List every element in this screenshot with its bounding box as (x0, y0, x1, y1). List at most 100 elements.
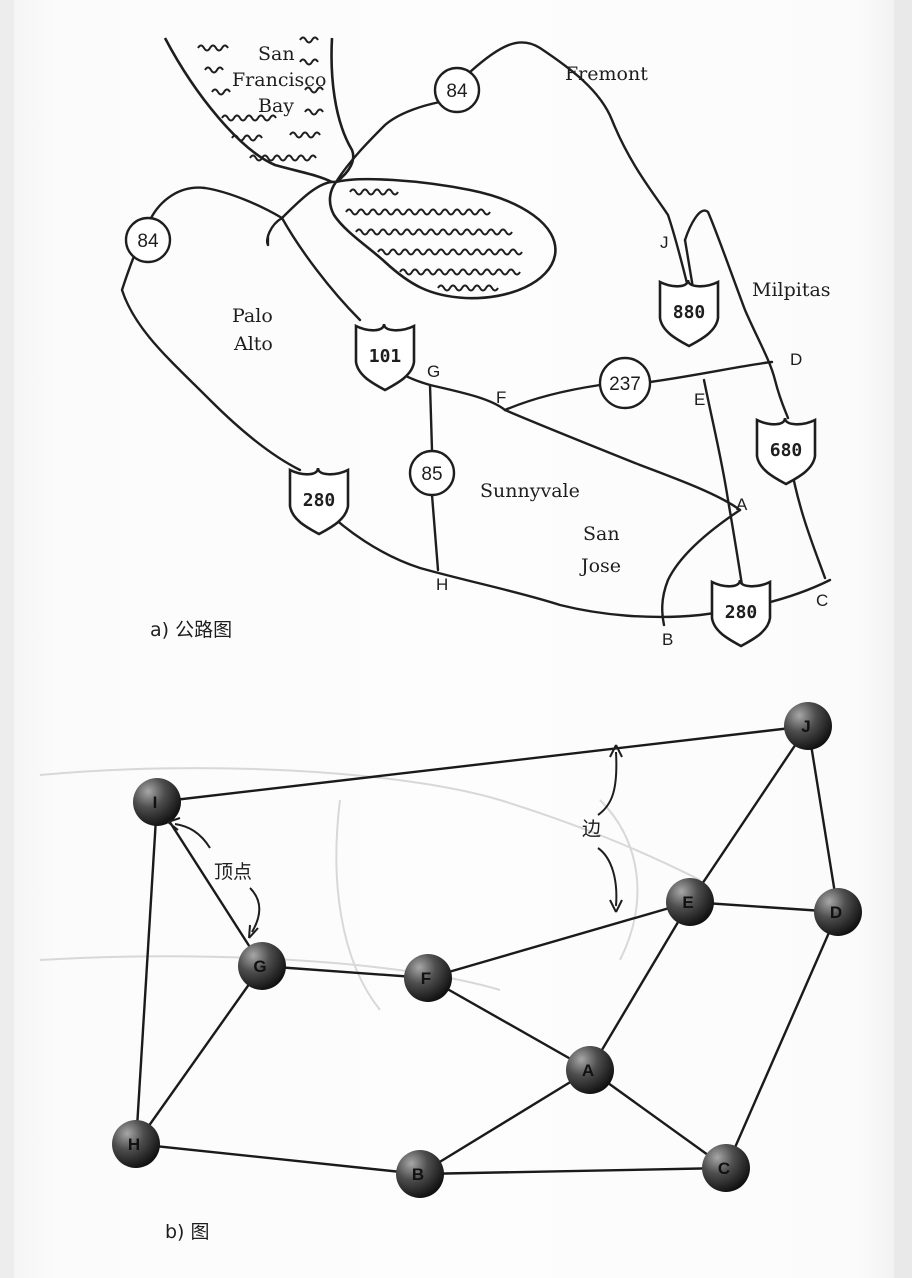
intersection-label-e: E (694, 390, 705, 409)
caption-road-map: a) 公路图 (150, 619, 232, 641)
graph-edges (134, 724, 840, 1176)
hwy-84-north-road (280, 100, 442, 220)
arrow-to-edge-ij (597, 751, 618, 816)
graph-edge-a-b (419, 1068, 591, 1176)
highway-circle-84-north: 84 (433, 66, 481, 114)
graph-vertex-g-sphere (238, 942, 286, 990)
graph-edge-d-c (724, 911, 840, 1169)
bay-label-line-2: Francisco (232, 69, 326, 91)
intersection-label-h: H (436, 575, 448, 594)
graph-vertex-e: E (666, 878, 714, 926)
graph-vertex-i-sphere (133, 778, 181, 826)
caption-graph: b) 图 (165, 1221, 210, 1243)
hwy-84-west-road (120, 186, 302, 472)
intersection-label-b: B (662, 630, 673, 649)
arrow-to-vertex-i (174, 823, 211, 849)
city-label-sunnyvale: Sunnyvale (480, 480, 580, 502)
graph-vertex-d-label: D (830, 903, 842, 922)
highway-shield-880: 880 (658, 279, 720, 348)
graph-edge-f-a (427, 976, 591, 1072)
intersection-label-d: D (790, 350, 802, 369)
graph-vertex-b: B (396, 1150, 444, 1198)
graph-diagram: A B C D E F G H I J 顶点 边 b) 图 (112, 702, 862, 1243)
graph-vertices: A B C D E F G H I J (112, 702, 862, 1198)
graph-vertex-a-label: A (582, 1061, 594, 1080)
i-road (266, 216, 362, 322)
city-label-milpitas: Milpitas (752, 279, 831, 301)
graph-vertex-a-sphere (566, 1046, 614, 1094)
annotation-vertex-label: 顶点 (214, 861, 252, 883)
graph-vertex-j-label: J (801, 717, 810, 736)
graph-vertex-f-label: F (421, 969, 431, 988)
graph-edge-b-c (419, 1166, 727, 1176)
highway-shield-680-label: 680 (770, 440, 803, 461)
milpitas-road (683, 209, 790, 420)
intersection-label-i: I (266, 230, 271, 249)
city-label-fremont: Fremont (565, 63, 648, 85)
highway-shield-280-south: 280 (710, 579, 772, 648)
graph-vertex-f: F (404, 954, 452, 1002)
bay-label-line-3: Bay (258, 95, 294, 117)
arrow-to-vertex-g (249, 887, 261, 933)
graph-vertex-h-sphere (112, 1120, 160, 1168)
graph-edge-a-e (588, 901, 692, 1071)
city-label-palo-alto-line-1: Palo (232, 305, 273, 327)
highway-circle-85-label: 85 (421, 464, 442, 485)
annotation-vertex: 顶点 (167, 817, 261, 939)
highway-shield-280-west: 280 (288, 467, 350, 536)
graph-edge-f-e (427, 900, 691, 980)
graph-vertex-a: A (566, 1046, 614, 1094)
highway-shield-680: 680 (755, 417, 817, 486)
graph-vertex-h: H (112, 1120, 160, 1168)
arrow-to-edge-fe (597, 847, 618, 907)
bay-label-line-1: San (258, 43, 295, 65)
graph-vertex-e-sphere (666, 878, 714, 926)
intersection-label-g: G (427, 362, 440, 381)
graph-edge-i-j (156, 724, 809, 804)
city-label-san-jose-line-2: Jose (579, 555, 621, 577)
intersection-label-j: J (660, 233, 669, 252)
intersection-label-c: C (816, 591, 828, 610)
graph-edge-h-b (135, 1142, 421, 1176)
graph-vertex-c: C (702, 1144, 750, 1192)
hwy-237-road (503, 360, 774, 412)
graph-vertex-b-label: B (412, 1165, 424, 1184)
highway-shield-280-south-label: 280 (725, 602, 758, 623)
san-francisco-bay: San Francisco Bay (163, 36, 355, 184)
page-left-edge (0, 0, 14, 1278)
highway-shield-101: 101 (354, 323, 416, 392)
bay-water-pattern (197, 36, 324, 162)
graph-vertex-b-sphere (396, 1150, 444, 1198)
highway-circle-84-west: 84 (124, 216, 172, 264)
graph-vertex-j: J (784, 702, 832, 750)
highway-circle-84-north-label: 84 (446, 81, 468, 102)
graph-edge-j-d (806, 725, 840, 913)
graph-vertex-g: G (238, 942, 286, 990)
graph-vertex-g-label: G (253, 957, 266, 976)
graph-vertex-c-label: C (718, 1159, 730, 1178)
graph-vertex-i: I (133, 778, 181, 826)
highway-circle-237: 237 (598, 356, 652, 410)
san-jose-loop-road (661, 508, 742, 627)
intersection-label-a: A (736, 495, 748, 514)
graph-edge-i-h (134, 801, 159, 1145)
highway-shield-101-label: 101 (369, 346, 402, 367)
hwy-84-north-to-fremont (468, 41, 702, 332)
hwy-101-road (373, 353, 742, 512)
graph-vertex-i-label: I (153, 793, 158, 812)
graph-edge-g-f (261, 964, 429, 980)
graph-vertex-f-sphere (404, 954, 452, 1002)
graph-edge-g-h (135, 965, 263, 1145)
south-bay-water-pattern (345, 188, 523, 292)
bleed-through-ghost-drawing (39, 767, 701, 1011)
annotation-edge: 边 (582, 744, 623, 913)
hwy-85-road (428, 383, 440, 572)
graph-edge-a-c (589, 1069, 727, 1169)
highway-circle-237-label: 237 (609, 374, 641, 395)
city-label-palo-alto-line-2: Alto (233, 333, 273, 355)
graph-vertex-e-label: E (682, 893, 693, 912)
highway-circle-84-west-label: 84 (137, 231, 159, 252)
annotation-edge-label: 边 (582, 818, 601, 840)
